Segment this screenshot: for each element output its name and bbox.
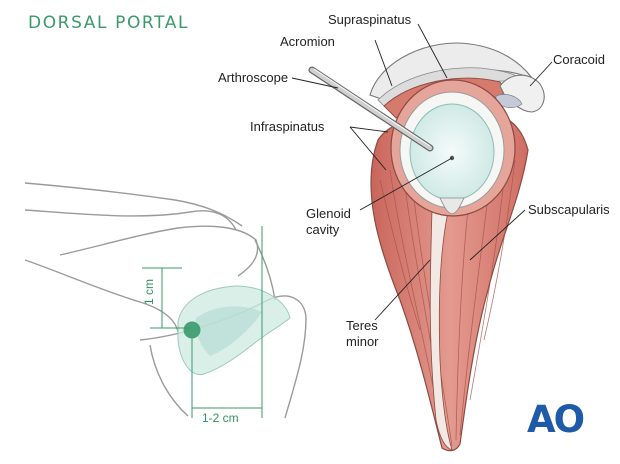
page-title: DORSAL PORTAL	[28, 13, 190, 33]
portal-entry-point	[183, 321, 201, 339]
label-acromion: Acromion	[280, 34, 335, 49]
shoulder-outline	[24, 182, 243, 227]
label-teres-line2: minor	[346, 334, 379, 349]
label-supraspinatus: Supraspinatus	[328, 12, 412, 27]
label-glenoid-cavity: Glenoid cavity	[306, 206, 351, 238]
ao-logo: AO	[527, 398, 585, 441]
label-teres-line1: Teres	[346, 318, 378, 333]
label-subscapularis: Subscapularis	[528, 202, 610, 217]
label-infraspinatus: Infraspinatus	[250, 119, 325, 134]
scapula-lateral-border	[429, 209, 453, 451]
label-teres-minor: Teres minor	[346, 318, 379, 350]
dimension-vertical-label: 1 cm	[142, 278, 156, 305]
label-glenoid-line2: cavity	[306, 222, 340, 237]
joint-highlight-inner	[195, 306, 262, 356]
glenoid-neck	[439, 197, 465, 215]
glenoid-cavity-surface	[409, 103, 495, 201]
dimension-lines	[142, 226, 263, 418]
label-glenoid-line1: Glenoid	[306, 206, 351, 221]
arthroscope-instrument	[308, 66, 434, 152]
label-arthroscope: Arthroscope	[218, 70, 289, 85]
acromion-contour	[59, 225, 259, 277]
leader-lines	[291, 23, 553, 321]
arm-back	[149, 344, 189, 417]
axilla-contour	[254, 239, 276, 301]
upper-arm-contour	[24, 259, 179, 333]
back-contour	[24, 209, 237, 231]
dimension-horizontal-label: 1-2 cm	[202, 411, 239, 425]
label-coracoid: Coracoid	[553, 52, 606, 67]
